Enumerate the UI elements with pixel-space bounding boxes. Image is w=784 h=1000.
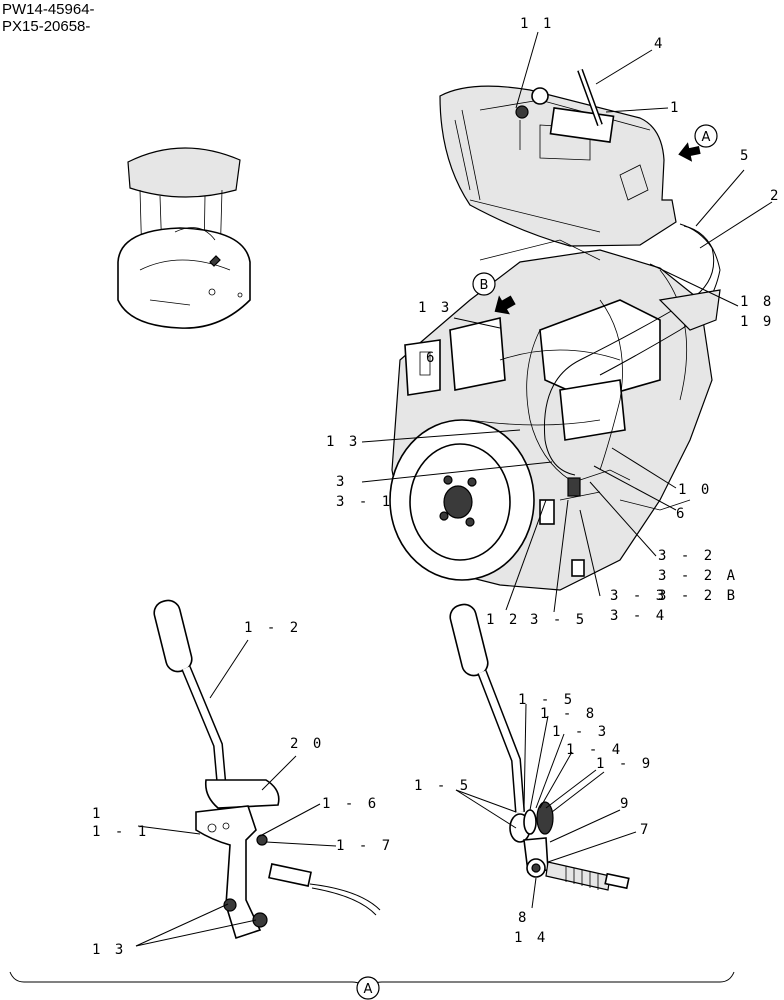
callout-10: 1 0 (678, 482, 712, 498)
callout-13-mid: 1 3 (326, 434, 360, 450)
callout-7: 7 (640, 822, 651, 838)
callout-19: 1 9 (740, 314, 774, 330)
callout-9: 9 (620, 796, 631, 812)
view-marker-a: A (678, 124, 718, 162)
callout-1-2: 1 - 2 (244, 620, 301, 636)
engine-assembly (389, 223, 721, 591)
callout-3-2a: 3 - 2 A (658, 568, 738, 584)
callout-1-8: 1 - 8 (540, 706, 597, 722)
callout-5: 5 (740, 148, 751, 164)
control-console (439, 68, 677, 247)
callout-1-left: 1 (92, 806, 103, 822)
callout-1-6: 1 - 6 (322, 796, 379, 812)
serial-range-1: PW14-45964- (2, 1, 95, 18)
callout-3: 3 (336, 474, 347, 490)
callout-3-2: 3 - 2 (658, 548, 715, 564)
cab-thumbnail (117, 147, 251, 329)
callout-20: 2 0 (290, 736, 324, 752)
callout-1-7: 1 - 7 (336, 838, 393, 854)
lever-assembly-left (153, 599, 381, 940)
callout-3-5: 3 - 5 (530, 612, 587, 628)
callout-6-left: 6 (426, 350, 437, 366)
bracket-marker-label: A (364, 982, 373, 997)
serial-range-2: PX15-20658- (2, 18, 91, 35)
callout-14: 1 4 (514, 930, 548, 946)
lever-assembly-right (449, 603, 630, 891)
callout-3-3: 3 - 3 (610, 588, 667, 604)
callout-labels: 1 1 4 1 5 2 1 8 1 9 1 3 6 1 3 3 3 - 1 1 … (92, 16, 781, 958)
callout-3-1: 3 - 1 (336, 494, 393, 510)
callout-3-2b: 3 - 2 B (658, 588, 738, 604)
callout-4: 4 (654, 36, 665, 52)
callout-1-1: 1 - 1 (92, 824, 149, 840)
callout-1-5-b: 1 - 5 (414, 778, 471, 794)
callout-13-top: 1 3 (418, 300, 452, 316)
callout-18: 1 8 (740, 294, 774, 310)
callout-1-3: 1 - 3 (552, 724, 609, 740)
callout-1-top: 1 (670, 100, 681, 116)
callout-12: 1 2 (486, 612, 520, 628)
callout-13-bottom: 1 3 (92, 942, 126, 958)
group-bracket: A (9, 971, 735, 1000)
view-marker-b-label: B (480, 278, 489, 293)
callout-3-4: 3 - 4 (610, 608, 667, 624)
view-marker-b: B (472, 272, 516, 315)
callout-1-4: 1 - 4 (566, 742, 623, 758)
leader-lines (135, 31, 773, 947)
callout-2: 2 (770, 188, 781, 204)
callout-1-9: 1 - 9 (596, 756, 653, 772)
callout-1-5-a: 1 - 5 (518, 692, 575, 708)
callout-6-right: 6 (676, 506, 687, 522)
callout-8: 8 (518, 910, 529, 926)
callout-11: 1 1 (520, 16, 554, 32)
view-marker-a-label: A (702, 130, 711, 145)
